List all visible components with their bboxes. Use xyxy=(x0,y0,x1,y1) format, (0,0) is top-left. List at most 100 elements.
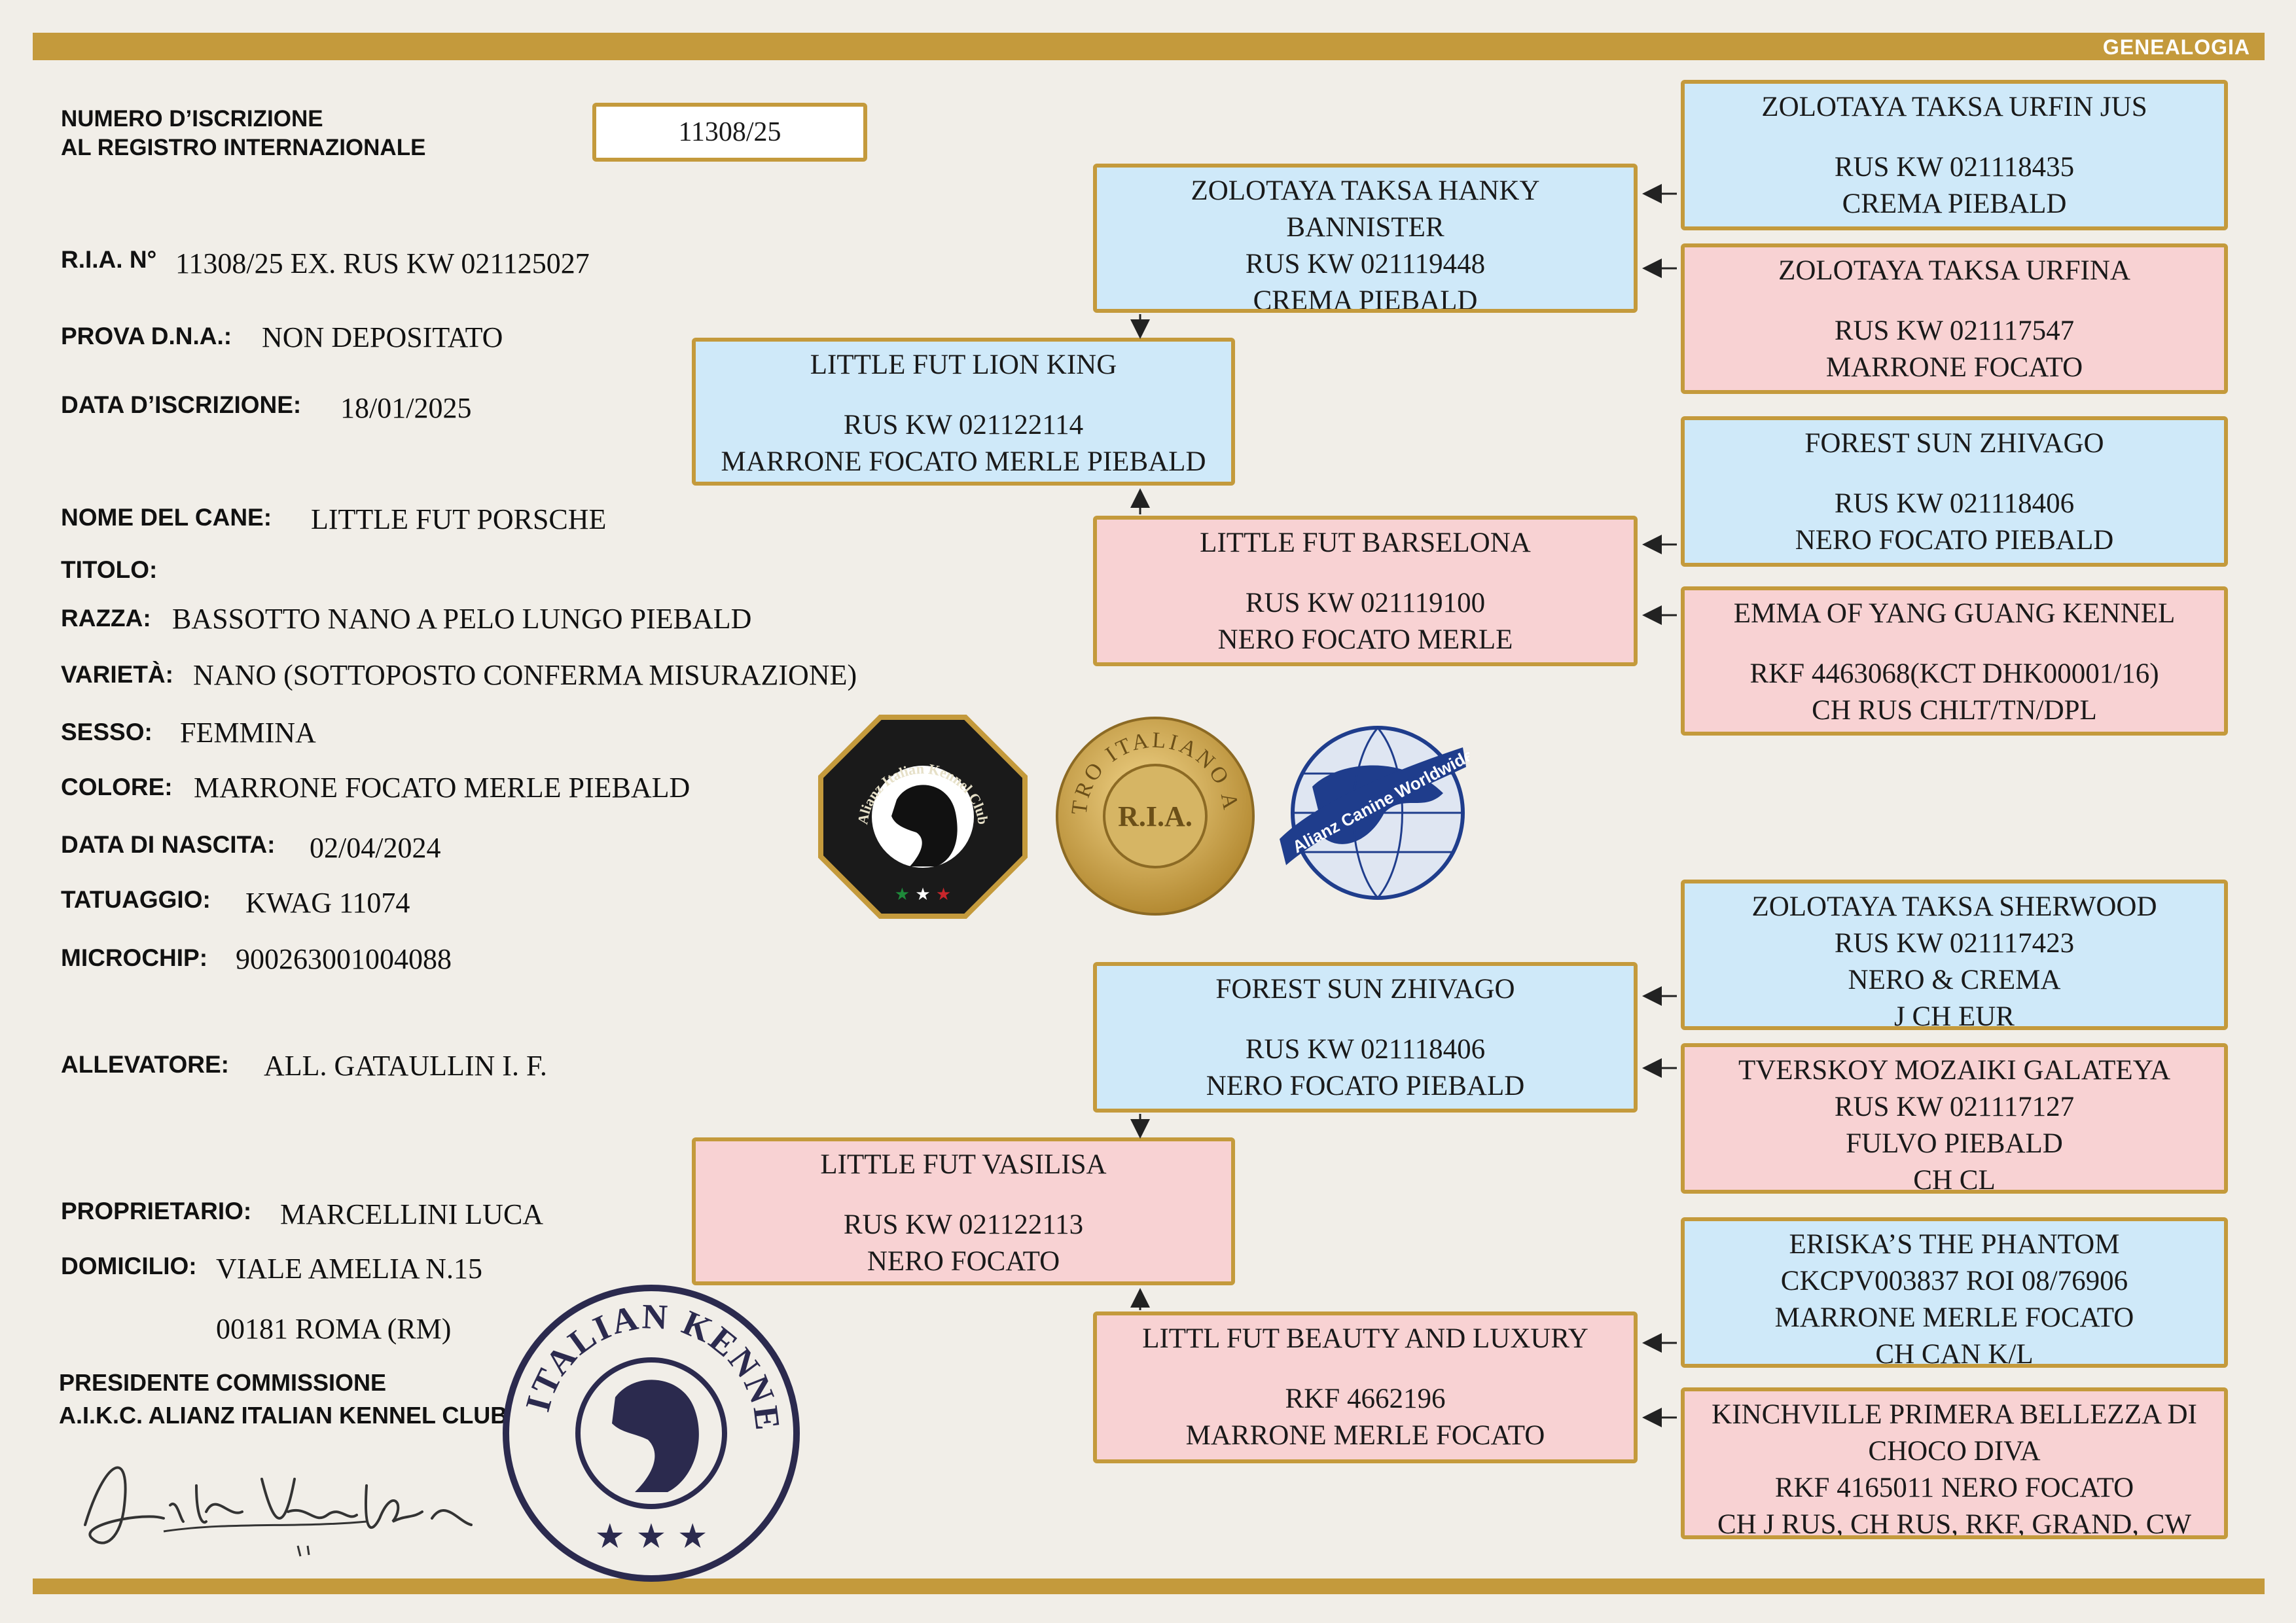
pedigree-ss-dam-name: ZOLOTAYA TAKSA URFINA xyxy=(1778,255,2130,286)
pedigree-sire-dam: LITTLE FUT BARSELONA RUS KW 021119100 NE… xyxy=(1093,516,1638,666)
pedigree-sd-dam-color: CH RUS CHLT/TN/DPL xyxy=(1812,695,2097,726)
pedigree-ds-dam-line1: TVERSKOY MOZAIKI GALATEYA xyxy=(1738,1055,2171,1086)
pedigree-dd-sire: ERISKA’S THE PHANTOM CKCPV003837 ROI 08/… xyxy=(1681,1217,2228,1368)
pedigree-ds-dam-line2: RUS KW 021117127 xyxy=(1834,1092,2075,1122)
pedigree-dd-dam-line3: RKF 4165011 NERO FOCATO xyxy=(1774,1472,2134,1503)
pedigree-sd-sire: FOREST SUN ZHIVAGO RUS KW 021118406 NERO… xyxy=(1681,416,2228,567)
tattoo-label: TATUAGGIO: xyxy=(61,886,211,913)
pedigree-dam-dam-reg: RKF 4662196 xyxy=(1285,1383,1446,1414)
pedigree-dam-sire: FOREST SUN ZHIVAGO RUS KW 021118406 NERO… xyxy=(1093,962,1638,1113)
pedigree-ds-sire-line4: J CH EUR xyxy=(1894,1001,2015,1030)
address-value: VIALE AMELIA N.15 xyxy=(216,1253,482,1285)
pedigree-sire-dam-name: LITTLE FUT BARSELONA xyxy=(1200,527,1531,558)
microchip-value: 900263001004088 xyxy=(236,943,452,975)
pedigree-ss-sire-color: CREMA PIEBALD xyxy=(1842,188,2067,219)
pedigree-dd-sire-line3: MARRONE MERLE FOCATO xyxy=(1774,1302,2134,1333)
president-line2: A.I.K.C. ALIANZ ITALIAN KENNEL CLUB xyxy=(59,1402,508,1429)
registration-date-label: DATA D’ISCRIZIONE: xyxy=(61,391,302,418)
svg-text:★ ★ ★: ★ ★ ★ xyxy=(895,885,951,904)
footer-bar xyxy=(33,1578,2265,1594)
pedigree-ds-sire-line2: RUS KW 021117423 xyxy=(1834,928,2075,959)
pedigree-sd-dam-reg: RKF 4463068(KCT DHK00001/16) xyxy=(1749,658,2159,689)
pedigree-dam-name: LITTLE FUT VASILISA xyxy=(820,1149,1107,1180)
pedigree-ds-dam: TVERSKOY MOZAIKI GALATEYA RUS KW 0211171… xyxy=(1681,1043,2228,1194)
dna-value: NON DEPOSITATO xyxy=(262,321,503,353)
pedigree-sire-sire-color: CREMA PIEBALD xyxy=(1253,285,1478,313)
pedigree-dam: LITTLE FUT VASILISA RUS KW 021122113 NER… xyxy=(692,1137,1235,1285)
pedigree-dd-dam-line4: CH J RUS, CH RUS, RKF, GRAND, CW xyxy=(1717,1509,2192,1539)
section-label: GENEALOGIA xyxy=(2102,35,2250,59)
pedigree-sd-dam: EMMA OF YANG GUANG KENNEL RKF 4463068(KC… xyxy=(1681,586,2228,736)
registration-number-box: 11308/25 xyxy=(592,103,867,162)
pedigree-sire-color: MARRONE FOCATO MERLE PIEBALD xyxy=(721,446,1206,477)
breed-value: BASSOTTO NANO A PELO LUNGO PIEBALD xyxy=(172,603,752,635)
pedigree-dam-reg: RUS KW 021122113 xyxy=(843,1209,1084,1240)
pedigree-dam-color: NERO FOCATO xyxy=(867,1246,1060,1277)
pedigree-dd-dam: KINCHVILLE PRIMERA BELLEZZA DI CHOCO DIV… xyxy=(1681,1387,2228,1539)
dna-label: PROVA D.N.A.: xyxy=(61,323,232,349)
pedigree-dd-sire-line2: CKCPV003837 ROI 08/76906 xyxy=(1780,1266,2128,1296)
address-label: DOMICILIO: xyxy=(61,1253,197,1279)
pedigree-dam-sire-name: FOREST SUN ZHIVAGO xyxy=(1215,974,1515,1005)
pedigree-ds-sire: ZOLOTAYA TAKSA SHERWOOD RUS KW 021117423… xyxy=(1681,880,2228,1030)
ria-label: R.I.A. N° xyxy=(61,246,157,273)
sex-label: SESSO: xyxy=(61,719,152,745)
birth-date-value: 02/04/2024 xyxy=(310,832,441,864)
registration-date-value: 18/01/2025 xyxy=(340,392,472,424)
breed-label: RAZZA: xyxy=(61,605,151,632)
kennel-club-stamp: ALIANZ ITALIAN KENNEL CLUB ★ ★ ★ xyxy=(497,1283,800,1582)
owner-value: MARCELLINI LUCA xyxy=(280,1198,544,1230)
color-value: MARRONE FOCATO MERLE PIEBALD xyxy=(194,772,691,804)
header-bar xyxy=(33,33,2265,60)
pedigree-ds-dam-line3: FULVO PIEBALD xyxy=(1846,1128,2063,1159)
color-label: COLORE: xyxy=(61,774,173,800)
dog-name-value: LITTLE FUT PORSCHE xyxy=(311,503,607,535)
pedigree-sire-sire-reg: RUS KW 021119448 xyxy=(1245,249,1486,279)
aikc-logo: Alianz Italian Kennel Club ★ ★ ★ xyxy=(818,715,1028,919)
variety-value: NANO (SOTTOPOSTO CONFERMA MISURAZIONE) xyxy=(193,659,857,691)
pedigree-ss-dam-color: MARRONE FOCATO xyxy=(1825,352,2083,383)
tattoo-value: KWAG 11074 xyxy=(245,887,410,919)
registration-label-line1: NUMERO D’ISCRIZIONE xyxy=(61,106,323,132)
birth-date-label: DATA DI NASCITA: xyxy=(61,831,276,858)
pedigree-sire-dam-color: NERO FOCATO MERLE xyxy=(1217,624,1513,655)
pedigree-ss-sire: ZOLOTAYA TAKSA URFIN JUS RUS KW 02111843… xyxy=(1681,80,2228,230)
pedigree-sd-sire-reg: RUS KW 021118406 xyxy=(1834,488,2075,519)
pedigree-ss-sire-name: ZOLOTAYA TAKSA URFIN JUS xyxy=(1761,92,2147,122)
pedigree-dam-sire-color: NERO FOCATO PIEBALD xyxy=(1206,1071,1525,1101)
svg-text:★ ★ ★: ★ ★ ★ xyxy=(595,1517,708,1556)
pedigree-ss-dam-reg: RUS KW 021117547 xyxy=(1834,315,2075,346)
pedigree-sire-sire: ZOLOTAYA TAKSA HANKY BANNISTER RUS KW 02… xyxy=(1093,164,1638,313)
pedigree-ss-dam: ZOLOTAYA TAKSA URFINA RUS KW 021117547 M… xyxy=(1681,243,2228,394)
microchip-label: MICROCHIP: xyxy=(61,944,208,971)
owner-label: PROPRIETARIO: xyxy=(61,1198,252,1224)
pedigree-sire-name: LITTLE FUT LION KING xyxy=(810,349,1117,380)
dog-name-label: NOME DEL CANE: xyxy=(61,504,272,531)
pedigree-ds-sire-line1: ZOLOTAYA TAKSA SHERWOOD xyxy=(1751,891,2157,922)
sex-value: FEMMINA xyxy=(180,717,316,749)
pedigree-dam-dam-color: MARRONE MERLE FOCATO xyxy=(1185,1420,1545,1451)
signature xyxy=(84,1466,473,1557)
title-label: TITOLO: xyxy=(61,556,158,583)
ria-seal-center-text: R.I.A. xyxy=(1118,800,1193,832)
pedigree-ds-sire-line3: NERO & CREMA xyxy=(1848,965,2061,995)
pedigree-sd-sire-name: FOREST SUN ZHIVAGO xyxy=(1804,428,2104,459)
pedigree-sire-reg: RUS KW 021122114 xyxy=(843,410,1084,440)
pedigree-sire-dam-reg: RUS KW 021119100 xyxy=(1245,588,1486,618)
ria-seal: REGISTRO ITALIANO ALIANZ R.I.A. xyxy=(1054,715,1255,916)
pedigree-ds-dam-line4: CH CL xyxy=(1913,1165,1996,1194)
variety-label: VARIETÀ: xyxy=(61,661,173,688)
pedigree-sire: LITTLE FUT LION KING RUS KW 021122114 MA… xyxy=(692,338,1235,486)
pedigree-sire-sire-name2: BANNISTER xyxy=(1286,212,1444,243)
pedigree-sd-dam-name: EMMA OF YANG GUANG KENNEL xyxy=(1733,598,2176,629)
pedigree-dd-dam-line1: KINCHVILLE PRIMERA BELLEZZA DI xyxy=(1712,1399,2197,1430)
address-value-line2: 00181 ROMA (RM) xyxy=(216,1313,452,1345)
pedigree-dam-dam-name: LITTL FUT BEAUTY AND LUXURY xyxy=(1142,1323,1588,1354)
pedigree-dd-sire-line4: CH CAN K/L xyxy=(1875,1339,2034,1368)
president-line1: PRESIDENTE COMMISSIONE xyxy=(59,1369,387,1396)
breeder-value: ALL. GATAULLIN I. F. xyxy=(264,1050,547,1082)
pedigree-ss-sire-reg: RUS KW 021118435 xyxy=(1834,152,2075,183)
breeder-label: ALLEVATORE: xyxy=(61,1051,229,1078)
pedigree-dd-sire-line1: ERISKA’S THE PHANTOM xyxy=(1789,1229,2120,1260)
